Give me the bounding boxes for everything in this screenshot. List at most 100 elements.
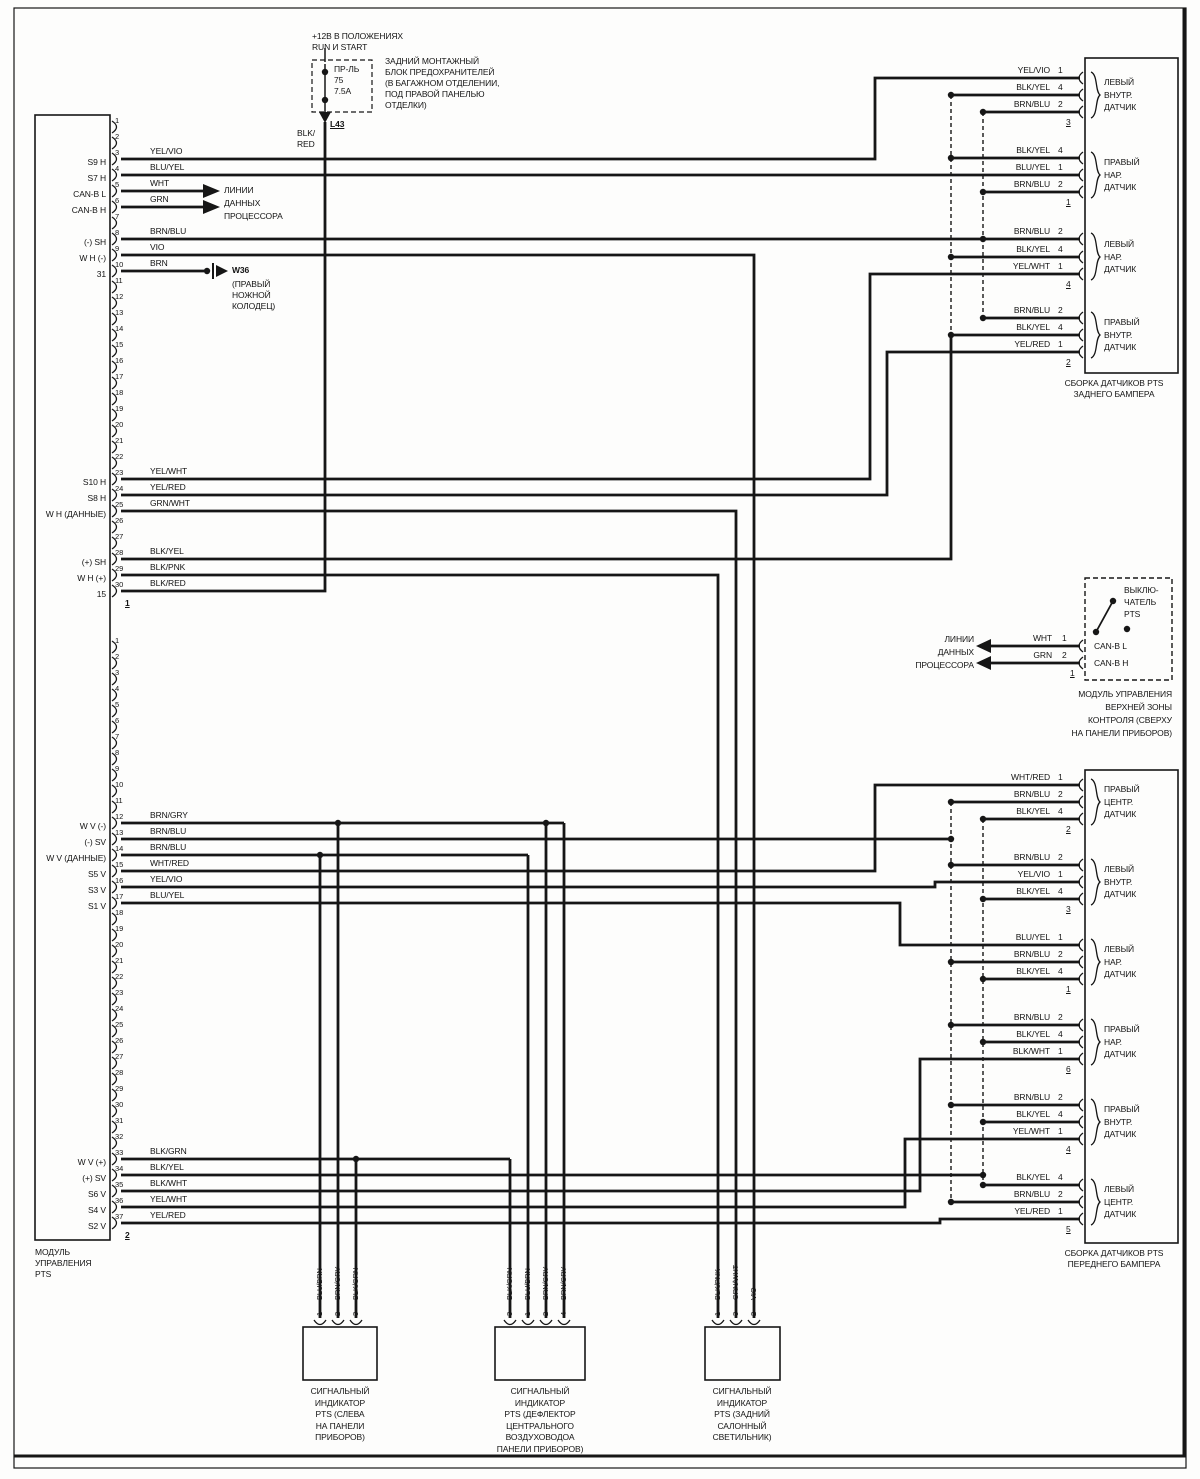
pin-number: 8 bbox=[115, 228, 120, 237]
indicator1-caption: СИГНАЛЬНЫЙ ИНДИКАТОР PTS (СЛЕВА НА ПАНЕЛ… bbox=[310, 1386, 370, 1442]
wire-color: GRN/WHT bbox=[150, 498, 190, 508]
pin-arc bbox=[1078, 972, 1084, 986]
pin-arc bbox=[503, 1319, 517, 1326]
sensor-pin: 4 bbox=[1058, 1029, 1063, 1039]
pin-signal: W H (-) bbox=[79, 253, 106, 263]
pin-number: 27 bbox=[115, 1052, 124, 1061]
ind-pin: 3 bbox=[731, 1311, 740, 1316]
pin-number: 30 bbox=[115, 1100, 124, 1109]
sensor-pin: 4 bbox=[1058, 886, 1063, 896]
pin-signal: (-) SH bbox=[83, 237, 106, 247]
junction-dot bbox=[979, 235, 987, 243]
junction-dot bbox=[1123, 625, 1131, 633]
fuse-location-note: ЗАДНИЙ МОНТАЖНЫЙ БЛОК ПРЕДОХРАНИТЕЛЕЙ (В… bbox=[385, 56, 500, 110]
sensor-pin: 1 bbox=[1058, 1206, 1063, 1216]
pin-number: 15 bbox=[115, 860, 124, 869]
pin-arc bbox=[111, 504, 118, 518]
pin-arc bbox=[111, 488, 118, 502]
pin-signal: (+) SV bbox=[82, 1173, 106, 1183]
pin-arc bbox=[557, 1319, 571, 1326]
w-yelred-s2v bbox=[121, 1217, 1080, 1225]
pin-number: 24 bbox=[115, 484, 124, 493]
pin-arc bbox=[111, 704, 118, 718]
pin-number: 3 bbox=[115, 668, 120, 677]
wire-color: YEL/RED bbox=[150, 482, 186, 492]
junction-dot bbox=[947, 1198, 955, 1206]
pin-number: 11 bbox=[115, 796, 123, 805]
arrow-right bbox=[203, 200, 220, 214]
wire-color: WHT bbox=[1032, 633, 1052, 643]
pin-arc bbox=[1078, 185, 1084, 199]
wire-color: BRN/BLU bbox=[1013, 226, 1050, 236]
arrow-right bbox=[203, 184, 220, 198]
pin-arc bbox=[111, 816, 118, 830]
sensor-pin: 1 bbox=[1058, 932, 1063, 942]
pin-signal: (-) SV bbox=[84, 837, 106, 847]
pin-arc bbox=[111, 472, 118, 486]
sensor-pin: 4 bbox=[1058, 322, 1063, 332]
pin-arc bbox=[111, 392, 118, 406]
wire-color: BLK/YEL bbox=[1016, 966, 1050, 976]
junction-dot bbox=[979, 1038, 987, 1046]
sensor-name: ЛЕВЫЙ НАР. ДАТЧИК bbox=[1104, 944, 1137, 979]
junction-dot bbox=[947, 154, 955, 162]
wire-color: BRN/BLU bbox=[1013, 1092, 1050, 1102]
pin-number: 31 bbox=[115, 1116, 124, 1125]
pin-number: 10 bbox=[115, 260, 124, 269]
pin-number: 6 bbox=[115, 196, 120, 205]
pin-number: 20 bbox=[115, 940, 124, 949]
sensor-connector-id: 1 bbox=[1066, 984, 1071, 994]
pin-number: 14 bbox=[115, 324, 124, 333]
supply-note: +12В В ПОЛОЖЕНИЯХ RUN И START bbox=[312, 31, 403, 52]
wire-color: BRN/GRY bbox=[150, 810, 188, 820]
arrow-down-fuse bbox=[319, 112, 331, 123]
w-blkwht-s6v bbox=[121, 1057, 1080, 1193]
switch-label: ВЫКЛЮ- ЧАТЕЛЬ PTS bbox=[1124, 585, 1159, 619]
pin-number: 14 bbox=[115, 844, 124, 853]
wire-color: WHT bbox=[150, 178, 170, 188]
pin-number: 30 bbox=[115, 580, 124, 589]
ground-id: W36 bbox=[232, 265, 250, 275]
pin-arc bbox=[111, 992, 118, 1006]
wire-color: BLK/YEL bbox=[1016, 1172, 1050, 1182]
wire-color: VIO bbox=[150, 242, 165, 252]
pin-arc bbox=[331, 1319, 345, 1326]
pin-signal: 31 bbox=[96, 269, 106, 279]
pin-arc bbox=[111, 976, 118, 990]
wire-color: YEL/RED bbox=[1014, 1206, 1050, 1216]
pin-arc bbox=[111, 312, 118, 326]
pin-number: 32 bbox=[115, 1132, 124, 1141]
upper-zone-module-box bbox=[1084, 577, 1173, 681]
pin-arc bbox=[111, 296, 118, 310]
pin-arc bbox=[1078, 1018, 1084, 1032]
junction-dot bbox=[334, 819, 342, 827]
sensor-pin: 4 bbox=[1058, 145, 1063, 155]
pin-signal: S7 H bbox=[87, 173, 107, 183]
junction-dot bbox=[947, 331, 955, 339]
pin-arc bbox=[1078, 151, 1084, 165]
wire-color: BRN/BLU bbox=[1013, 305, 1050, 315]
junction-dot bbox=[947, 1021, 955, 1029]
junction-dot bbox=[979, 188, 987, 196]
wire-color: BRN/BLU bbox=[1013, 789, 1050, 799]
pin-arc bbox=[111, 424, 118, 438]
pin-arc bbox=[111, 1136, 118, 1150]
pin-arc bbox=[111, 640, 118, 654]
pin-number: 29 bbox=[115, 564, 124, 573]
pin-arc bbox=[111, 248, 118, 262]
wire-color: YEL/VIO bbox=[150, 146, 183, 156]
wire-color: BLK/YEL bbox=[150, 1162, 184, 1172]
ind-pin: 1 bbox=[523, 1311, 532, 1316]
junction-dot bbox=[321, 68, 329, 76]
pin-number: 10 bbox=[115, 780, 124, 789]
pin-arc bbox=[111, 1152, 118, 1166]
sensor-pin: 2 bbox=[1058, 226, 1063, 236]
pin-arc bbox=[111, 584, 118, 598]
pin-arc bbox=[1078, 955, 1084, 969]
pin-arc bbox=[111, 1040, 118, 1054]
junction-dot bbox=[979, 314, 987, 322]
wire-color: BLK/YEL bbox=[1016, 322, 1050, 332]
data-lines-note: ЛИНИИ ДАННЫХ ПРОЦЕССОРА bbox=[915, 634, 974, 670]
ind-pin: 2 bbox=[333, 1311, 342, 1316]
